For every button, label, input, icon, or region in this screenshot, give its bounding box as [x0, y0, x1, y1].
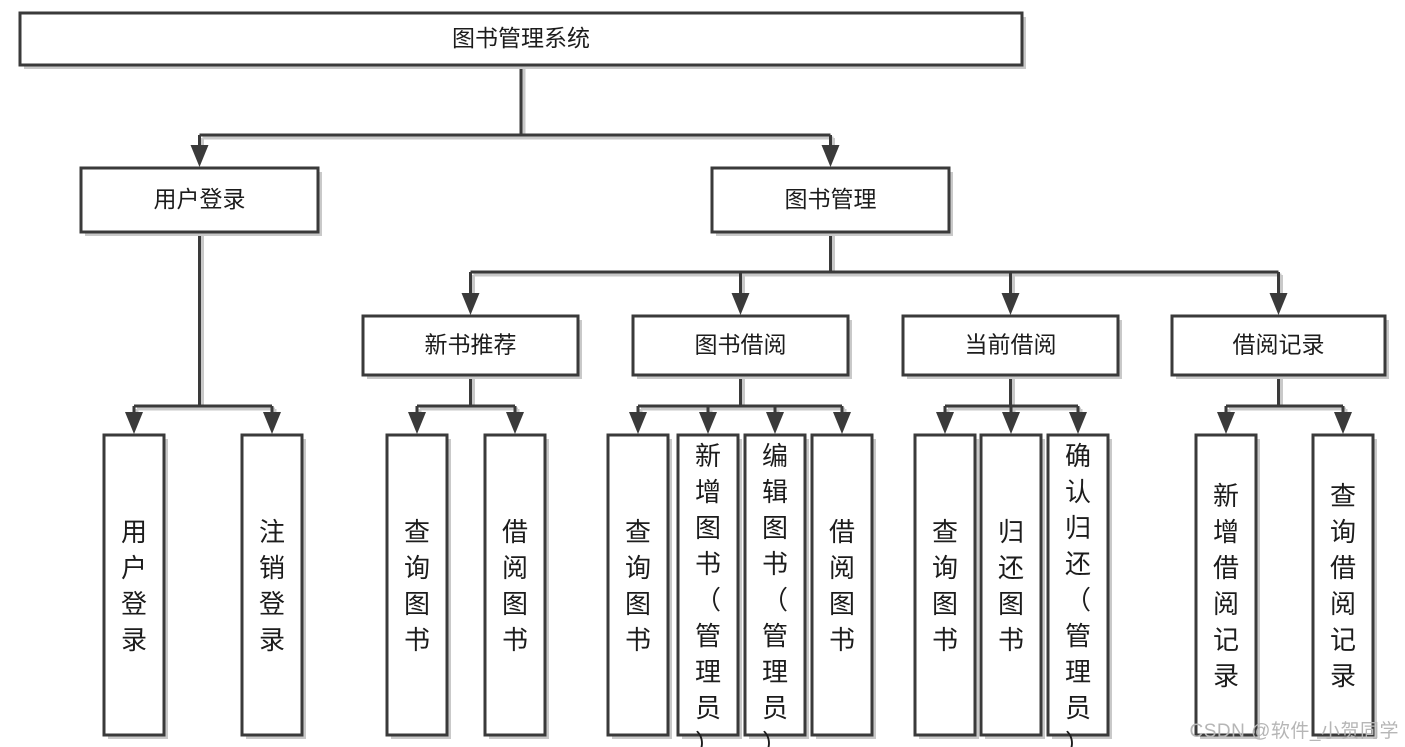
arrow-head-icon: [1217, 412, 1235, 434]
connector-group: [629, 375, 851, 434]
arrow-head-icon: [1002, 412, 1020, 434]
box-layer: 图书管理系统用户登录图书管理新书推荐图书借阅当前借阅借阅记录用户登录注销登录查询…: [18, 11, 1389, 747]
node-root[interactable]: 图书管理系统: [18, 11, 1026, 69]
arrow-head-icon: [506, 412, 524, 434]
node-label: 用户登录: [154, 186, 246, 212]
node-leaf-query-book-3[interactable]: 查询图书: [913, 433, 979, 739]
node-label: 编辑图书（管理员）: [762, 441, 788, 747]
arrow-head-icon: [629, 412, 647, 434]
connector-layer: [125, 65, 1352, 434]
node-label: 当前借阅: [965, 332, 1057, 358]
node-leaf-return-book[interactable]: 归还图书: [979, 433, 1045, 739]
connector-group: [1217, 375, 1352, 434]
node-label: 图书借阅: [695, 332, 787, 358]
node-label: 用户登录: [121, 517, 147, 655]
node-leaf-edit-book[interactable]: 编辑图书（管理员）: [743, 433, 809, 747]
arrow-head-icon: [461, 293, 480, 315]
node-current-borrow[interactable]: 当前借阅: [901, 314, 1122, 379]
arrow-head-icon: [263, 412, 281, 434]
arrow-head-icon: [408, 412, 426, 434]
node-label: 新增借阅记录: [1213, 481, 1239, 691]
node-label: 查询图书: [932, 517, 958, 655]
connector-group: [190, 65, 840, 167]
arrow-head-icon: [699, 412, 717, 434]
node-leaf-borrow-book-2[interactable]: 借阅图书: [810, 433, 876, 739]
node-borrow-record[interactable]: 借阅记录: [1170, 314, 1389, 379]
node-leaf-query-book-2[interactable]: 查询图书: [606, 433, 672, 739]
node-label: 查询图书: [404, 517, 430, 655]
connector-group: [461, 232, 1288, 315]
node-label: 借阅图书: [829, 517, 855, 655]
connector-group: [408, 375, 524, 434]
node-new-book-recommend[interactable]: 新书推荐: [361, 314, 582, 379]
arrow-head-icon: [1069, 412, 1087, 434]
arrow-head-icon: [766, 412, 784, 434]
arrow-head-icon: [1334, 412, 1352, 434]
node-leaf-query-record[interactable]: 查询借阅记录: [1311, 433, 1377, 739]
node-book-manage[interactable]: 图书管理: [710, 166, 953, 236]
node-label: 查询图书: [625, 517, 651, 655]
connector-group: [936, 375, 1087, 434]
arrow-head-icon: [821, 145, 840, 167]
arrow-head-icon: [1001, 293, 1020, 315]
node-label: 借阅图书: [502, 517, 528, 655]
node-leaf-confirm-return[interactable]: 确认归还（管理员）: [1046, 433, 1112, 747]
node-label: 新增图书（管理员）: [695, 441, 721, 747]
node-label: 新书推荐: [425, 332, 517, 358]
node-leaf-user-login[interactable]: 用户登录: [102, 433, 168, 739]
arrow-head-icon: [1269, 293, 1288, 315]
node-book-borrow[interactable]: 图书借阅: [631, 314, 852, 379]
node-label: 借阅记录: [1233, 332, 1325, 358]
arrow-head-icon: [731, 293, 750, 315]
arrow-head-icon: [833, 412, 851, 434]
node-label: 注销登录: [259, 517, 285, 655]
node-label: 图书管理系统: [452, 25, 590, 51]
node-label: 查询借阅记录: [1330, 481, 1356, 691]
node-label: 确认归还（管理员）: [1065, 441, 1091, 747]
node-leaf-add-book[interactable]: 新增图书（管理员）: [676, 433, 742, 747]
arrow-head-icon: [190, 145, 209, 167]
connector-group: [125, 232, 281, 434]
node-leaf-logout[interactable]: 注销登录: [240, 433, 306, 739]
arrow-head-icon: [125, 412, 143, 434]
arrow-head-icon: [936, 412, 954, 434]
node-label: 图书管理: [785, 186, 877, 212]
node-leaf-borrow-book-1[interactable]: 借阅图书: [483, 433, 549, 739]
node-label: 归还图书: [998, 517, 1024, 655]
node-leaf-add-record[interactable]: 新增借阅记录: [1194, 433, 1260, 739]
node-user-login[interactable]: 用户登录: [79, 166, 322, 236]
node-leaf-query-book-1[interactable]: 查询图书: [385, 433, 451, 739]
